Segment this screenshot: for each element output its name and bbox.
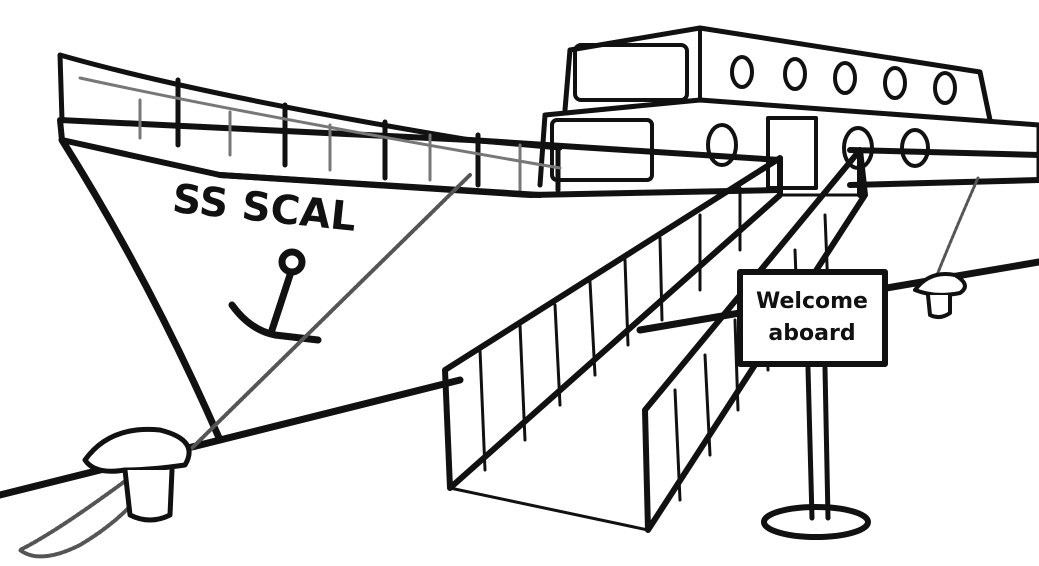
sign-line-1: Welcome [756, 289, 868, 314]
rope-loop [18, 468, 152, 559]
bollard-left [82, 426, 192, 523]
bollard-right [913, 272, 967, 320]
anchor-icon [228, 248, 322, 344]
welcome-sign [737, 269, 888, 540]
upper-cabin [562, 25, 993, 123]
mooring-rope [188, 173, 472, 452]
sign-line-2: aboard [768, 321, 855, 346]
lower-cabin [537, 97, 1039, 190]
ship-name: SS SCAL [170, 176, 358, 241]
mooring-rope-right [933, 176, 980, 282]
hull [57, 52, 1039, 444]
